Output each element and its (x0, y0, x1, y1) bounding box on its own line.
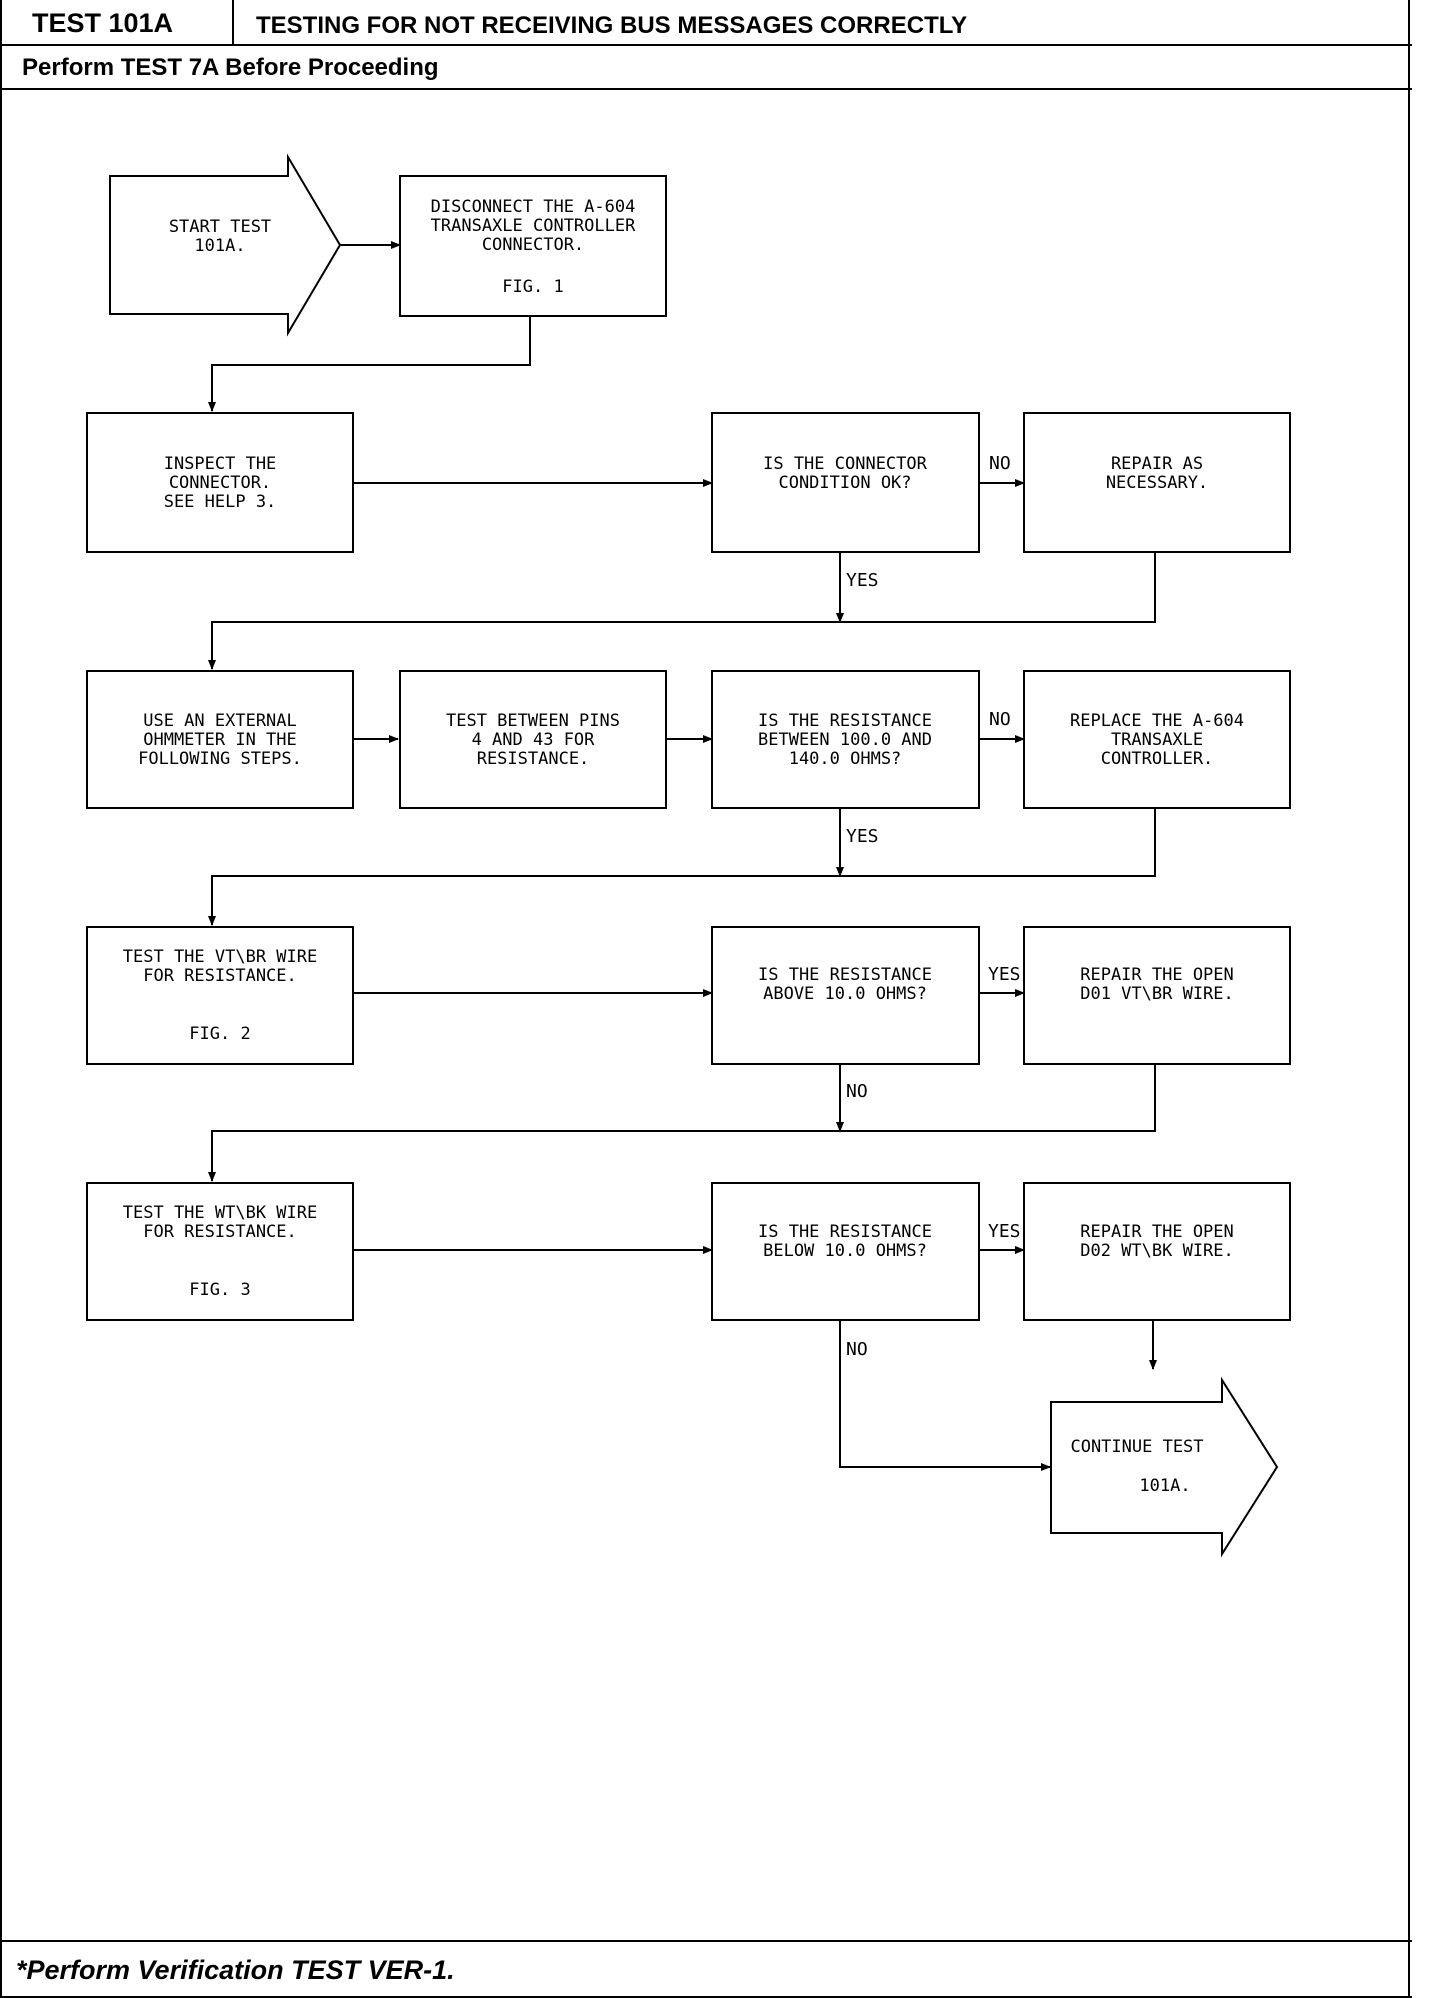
inspect-connector-box: INSPECT THE CONNECTOR. SEE HELP 3. (86, 412, 354, 553)
arrow-row2-to-row3 (208, 552, 1156, 670)
disconnect-line-3: CONNECTOR. (482, 235, 584, 255)
repair-line-2: NECESSARY. (1106, 473, 1208, 493)
repair-d02-box: REPAIR THE OPEN D02 WT\BK WIRE. (1023, 1182, 1291, 1321)
connector-ok-line-2: CONDITION OK? (778, 473, 911, 493)
subtitle-row: Perform TEST 7A Before Proceeding (2, 46, 1412, 90)
repair-d02-line-2: D02 WT\BK WIRE. (1080, 1241, 1234, 1261)
repair-d01-box: REPAIR THE OPEN D01 VT\BR WIRE. (1023, 926, 1291, 1065)
arrow-row3-to-row4 (208, 808, 1156, 926)
start-line-2: 101A. (194, 236, 245, 256)
connector-ok-line-1: IS THE CONNECTOR (763, 454, 928, 474)
inspect-line-2: CONNECTOR. (169, 473, 271, 493)
replace-line-3: CONTROLLER. (1101, 749, 1214, 769)
vtbr-line-1: TEST THE VT\BR WIRE (123, 947, 317, 967)
branch-label-yes: YES (988, 964, 1021, 985)
branch-label-yes: YES (846, 826, 879, 847)
res-between-line-3: 140.0 OHMS? (789, 749, 902, 769)
res-between-line-1: IS THE RESISTANCE (758, 711, 932, 731)
vtbr-fig-ref: FIG. 2 (189, 1024, 250, 1044)
res-above-line-2: ABOVE 10.0 OHMS? (763, 984, 927, 1004)
replace-line-1: REPLACE THE A-604 (1070, 711, 1244, 731)
branch-label-no: NO (846, 1081, 868, 1102)
disconnect-connector-box: DISCONNECT THE A-604 TRANSAXLE CONTROLLE… (399, 175, 667, 317)
connector-ok-decision: IS THE CONNECTOR CONDITION OK? (711, 412, 980, 553)
wtbk-fig-ref: FIG. 3 (189, 1280, 250, 1300)
resistance-between-decision: IS THE RESISTANCE BETWEEN 100.0 AND 140.… (711, 670, 980, 809)
start-test-arrow: START TEST 101A. (109, 153, 342, 337)
branch-label-no: NO (989, 709, 1011, 730)
test-id: TEST 101A (2, 0, 234, 46)
verification-note: *Perform Verification TEST VER-1. (16, 1955, 455, 1985)
test-pins-box: TEST BETWEEN PINS 4 AND 43 FOR RESISTANC… (399, 670, 667, 809)
title-row: TEST 101A TESTING FOR NOT RECEIVING BUS … (2, 0, 1412, 46)
wtbk-line-1: TEST THE WT\BK WIRE (123, 1203, 317, 1223)
ohmmeter-line-2: OHMMETER IN THE (143, 730, 297, 750)
replace-line-2: TRANSAXLE (1111, 730, 1203, 750)
inspect-line-1: INSPECT THE (164, 454, 277, 474)
arrow-no-to-continue (839, 1320, 1051, 1471)
wtbk-line-2: FOR RESISTANCE. (143, 1222, 297, 1242)
continue-test-arrow: CONTINUE TEST 101A. (1050, 1376, 1279, 1558)
arrow-row4-to-row5 (208, 1064, 1156, 1182)
disconnect-line-1: DISCONNECT THE A-604 (431, 197, 636, 217)
test-pins-line-3: RESISTANCE. (477, 749, 590, 769)
continue-line-2: 101A. (1139, 1476, 1190, 1496)
test-pins-line-2: 4 AND 43 FOR (472, 730, 596, 750)
continue-line-1: CONTINUE TEST (1070, 1437, 1203, 1457)
res-below-line-1: IS THE RESISTANCE (758, 1222, 932, 1242)
test-vt-br-box: TEST THE VT\BR WIRE FOR RESISTANCE. FIG.… (86, 926, 354, 1065)
repair-d01-line-1: REPAIR THE OPEN (1080, 965, 1234, 985)
use-ohmmeter-box: USE AN EXTERNAL OHMMETER IN THE FOLLOWIN… (86, 670, 354, 809)
test-pins-line-1: TEST BETWEEN PINS (446, 711, 620, 731)
test-wt-bk-box: TEST THE WT\BK WIRE FOR RESISTANCE. FIG.… (86, 1182, 354, 1321)
res-below-line-2: BELOW 10.0 OHMS? (763, 1241, 927, 1261)
vtbr-line-2: FOR RESISTANCE. (143, 966, 297, 986)
repair-line-1: REPAIR AS (1111, 454, 1203, 474)
prerequisite-note: Perform TEST 7A Before Proceeding (22, 54, 439, 81)
branch-label-no: NO (989, 453, 1011, 474)
branch-label-yes: YES (988, 1221, 1021, 1242)
replace-controller-box: REPLACE THE A-604 TRANSAXLE CONTROLLER. (1023, 670, 1291, 809)
repair-d01-line-2: D01 VT\BR WIRE. (1080, 984, 1234, 1004)
inspect-line-3: SEE HELP 3. (164, 492, 277, 512)
ohmmeter-line-1: USE AN EXTERNAL (143, 711, 297, 731)
footer-row: *Perform Verification TEST VER-1. (2, 1940, 1412, 1998)
start-line-1: START TEST (169, 217, 271, 237)
resistance-below-decision: IS THE RESISTANCE BELOW 10.0 OHMS? (711, 1182, 980, 1321)
repair-as-necessary-box: REPAIR AS NECESSARY. (1023, 412, 1291, 553)
branch-label-yes: YES (846, 570, 879, 591)
arrow-disconnect-to-inspect (208, 316, 531, 412)
res-above-line-1: IS THE RESISTANCE (758, 965, 932, 985)
repair-d02-line-1: REPAIR THE OPEN (1080, 1222, 1234, 1242)
ohmmeter-line-3: FOLLOWING STEPS. (138, 749, 302, 769)
branch-label-no: NO (846, 1339, 868, 1360)
res-between-line-2: BETWEEN 100.0 AND (758, 730, 932, 750)
test-title: TESTING FOR NOT RECEIVING BUS MESSAGES C… (256, 12, 968, 39)
connectors (208, 241, 1157, 1471)
resistance-above-decision: IS THE RESISTANCE ABOVE 10.0 OHMS? (711, 926, 980, 1065)
disconnect-line-2: TRANSAXLE CONTROLLER (431, 216, 636, 236)
disconnect-fig-ref: FIG. 1 (502, 277, 563, 297)
